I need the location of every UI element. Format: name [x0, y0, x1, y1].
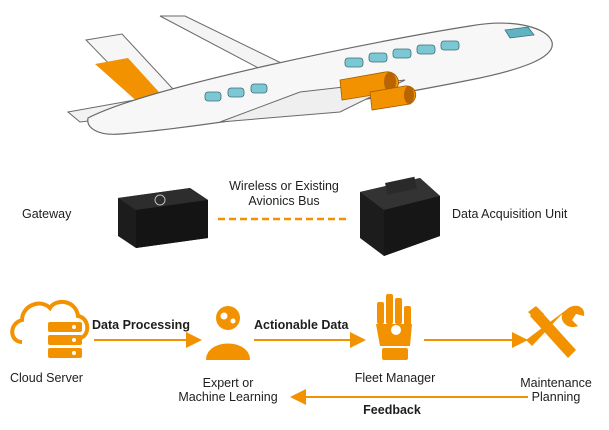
gateway-device-icon: [118, 188, 208, 248]
fleet-manager-label: Fleet Manager: [354, 371, 436, 385]
cloud-server-icon: [10, 299, 90, 358]
data-acquisition-unit-icon: [360, 176, 440, 256]
maintenance-label-line1: Maintenance: [520, 376, 592, 390]
expert-label-line1: Expert or: [202, 376, 254, 390]
fleet-manager-hand-icon: [376, 294, 412, 360]
link-label-line1: Wireless or Existing: [229, 179, 339, 193]
gateway-label: Gateway: [22, 207, 72, 221]
expert-gear-icon: [206, 306, 250, 360]
airplane-illustration: [66, 15, 553, 135]
link-label-line2: Avionics Bus: [248, 194, 320, 208]
feedback-label: Feedback: [363, 403, 421, 417]
expert-label-line2: Machine Learning: [178, 390, 278, 404]
processing-label: Data Processing: [92, 318, 190, 332]
maintenance-tools-icon: [526, 305, 585, 358]
dau-label: Data Acquisition Unit: [452, 207, 568, 221]
maintenance-label-line2: Planning: [531, 390, 581, 404]
cloud-server-label: Cloud Server: [10, 371, 83, 385]
actionable-label: Actionable Data: [254, 318, 349, 332]
